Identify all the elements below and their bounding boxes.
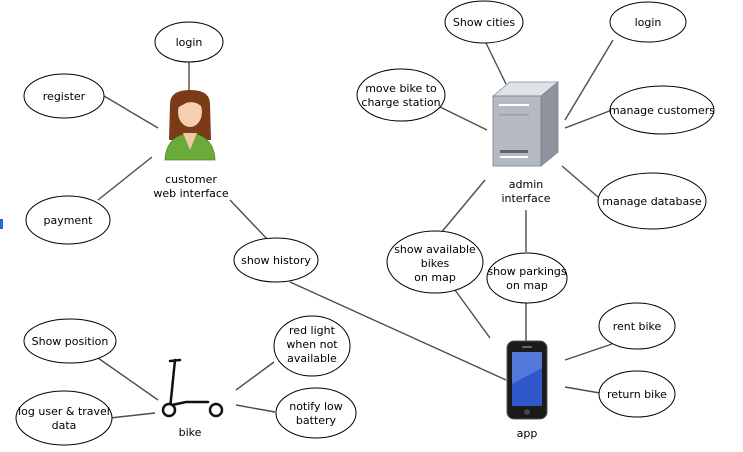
edge-login-admin <box>564 39 614 121</box>
use-case-rent-bike[interactable]: rent bike <box>598 302 676 350</box>
label: register <box>43 90 86 103</box>
edge-customers-admin <box>564 109 613 129</box>
label: Show position <box>32 335 109 348</box>
edges <box>97 39 614 419</box>
edge-position-bike <box>97 357 159 401</box>
use-case-register[interactable]: register <box>23 73 105 119</box>
edge-bike-battery <box>235 404 276 413</box>
actor-admin-label-1: admin <box>509 178 543 191</box>
edge-bike-redlight <box>235 361 275 391</box>
use-case-return-bike[interactable]: return bike <box>598 370 676 418</box>
label-line-2: bikes <box>421 257 450 270</box>
label-line-2: data <box>52 419 77 432</box>
edge-customer-history <box>229 199 269 241</box>
edge-register-customer <box>103 95 159 129</box>
label-line-2: battery <box>296 414 337 427</box>
label: payment <box>43 214 93 227</box>
actor-customer-label-2: web interface <box>153 187 229 200</box>
label: login <box>176 36 203 49</box>
edge-available-app <box>454 289 491 339</box>
label: manage customers <box>609 104 715 117</box>
use-case-show-cities[interactable]: Show cities <box>444 0 524 44</box>
label: return bike <box>607 388 667 401</box>
label-line-2: on map <box>506 279 548 292</box>
label-line-1: move bike to <box>365 82 437 95</box>
kick-scooter-icon <box>161 358 224 418</box>
use-case-login-admin[interactable]: login <box>609 1 687 43</box>
use-case-show-parkings[interactable]: show parkings on map <box>486 252 568 304</box>
label-line-2: when not <box>286 338 338 351</box>
label-line-2: charge station <box>361 96 440 109</box>
label: manage database <box>602 195 702 208</box>
label: show history <box>241 254 311 267</box>
label-line-1: log user & travel <box>18 405 110 418</box>
label-line-3: available <box>287 352 337 365</box>
use-case-payment[interactable]: payment <box>25 195 111 245</box>
label-line-1: notify low <box>289 400 343 413</box>
use-case-move-bike[interactable]: move bike to charge station <box>356 68 446 122</box>
accent-mark <box>0 219 3 229</box>
person-icon <box>164 90 216 161</box>
actor-app-label: app <box>517 427 538 440</box>
actor-bike-label: bike <box>179 426 202 439</box>
label-line-1: show available <box>394 243 476 256</box>
use-case-show-history[interactable]: show history <box>233 237 319 283</box>
smartphone-icon <box>506 340 548 420</box>
edge-payment-customer <box>97 156 153 201</box>
use-case-show-available-bikes[interactable]: show available bikes on map <box>386 230 484 294</box>
actor-admin-label-2: interface <box>501 192 550 205</box>
edge-cities-admin <box>485 42 507 85</box>
use-case-log-user-travel[interactable]: log user & travel data <box>15 390 113 446</box>
use-case-login-customer[interactable]: login <box>154 21 224 63</box>
edge-app-return <box>564 386 601 394</box>
use-case-manage-customers[interactable]: manage customers <box>609 85 715 135</box>
label: login <box>635 16 662 29</box>
edge-move-admin <box>437 105 488 131</box>
label: rent bike <box>613 320 662 333</box>
server-icon <box>491 81 560 167</box>
use-case-notify-battery[interactable]: notify low battery <box>275 387 357 439</box>
actor-customer-label-1: customer <box>165 173 217 186</box>
label-line-1: red light <box>289 324 336 337</box>
edge-database-admin <box>561 165 599 198</box>
edge-app-rent <box>564 343 613 361</box>
use-case-manage-database[interactable]: manage database <box>597 172 707 230</box>
use-case-red-light[interactable]: red light when not available <box>273 315 351 377</box>
use-case-show-position[interactable]: Show position <box>23 318 117 364</box>
edge-history-app <box>289 281 507 381</box>
label: Show cities <box>453 16 515 29</box>
label-line-3: on map <box>414 271 456 284</box>
edge-log-bike <box>109 412 156 419</box>
label-line-1: show parkings <box>487 265 567 278</box>
edge-admin-available <box>439 179 486 235</box>
